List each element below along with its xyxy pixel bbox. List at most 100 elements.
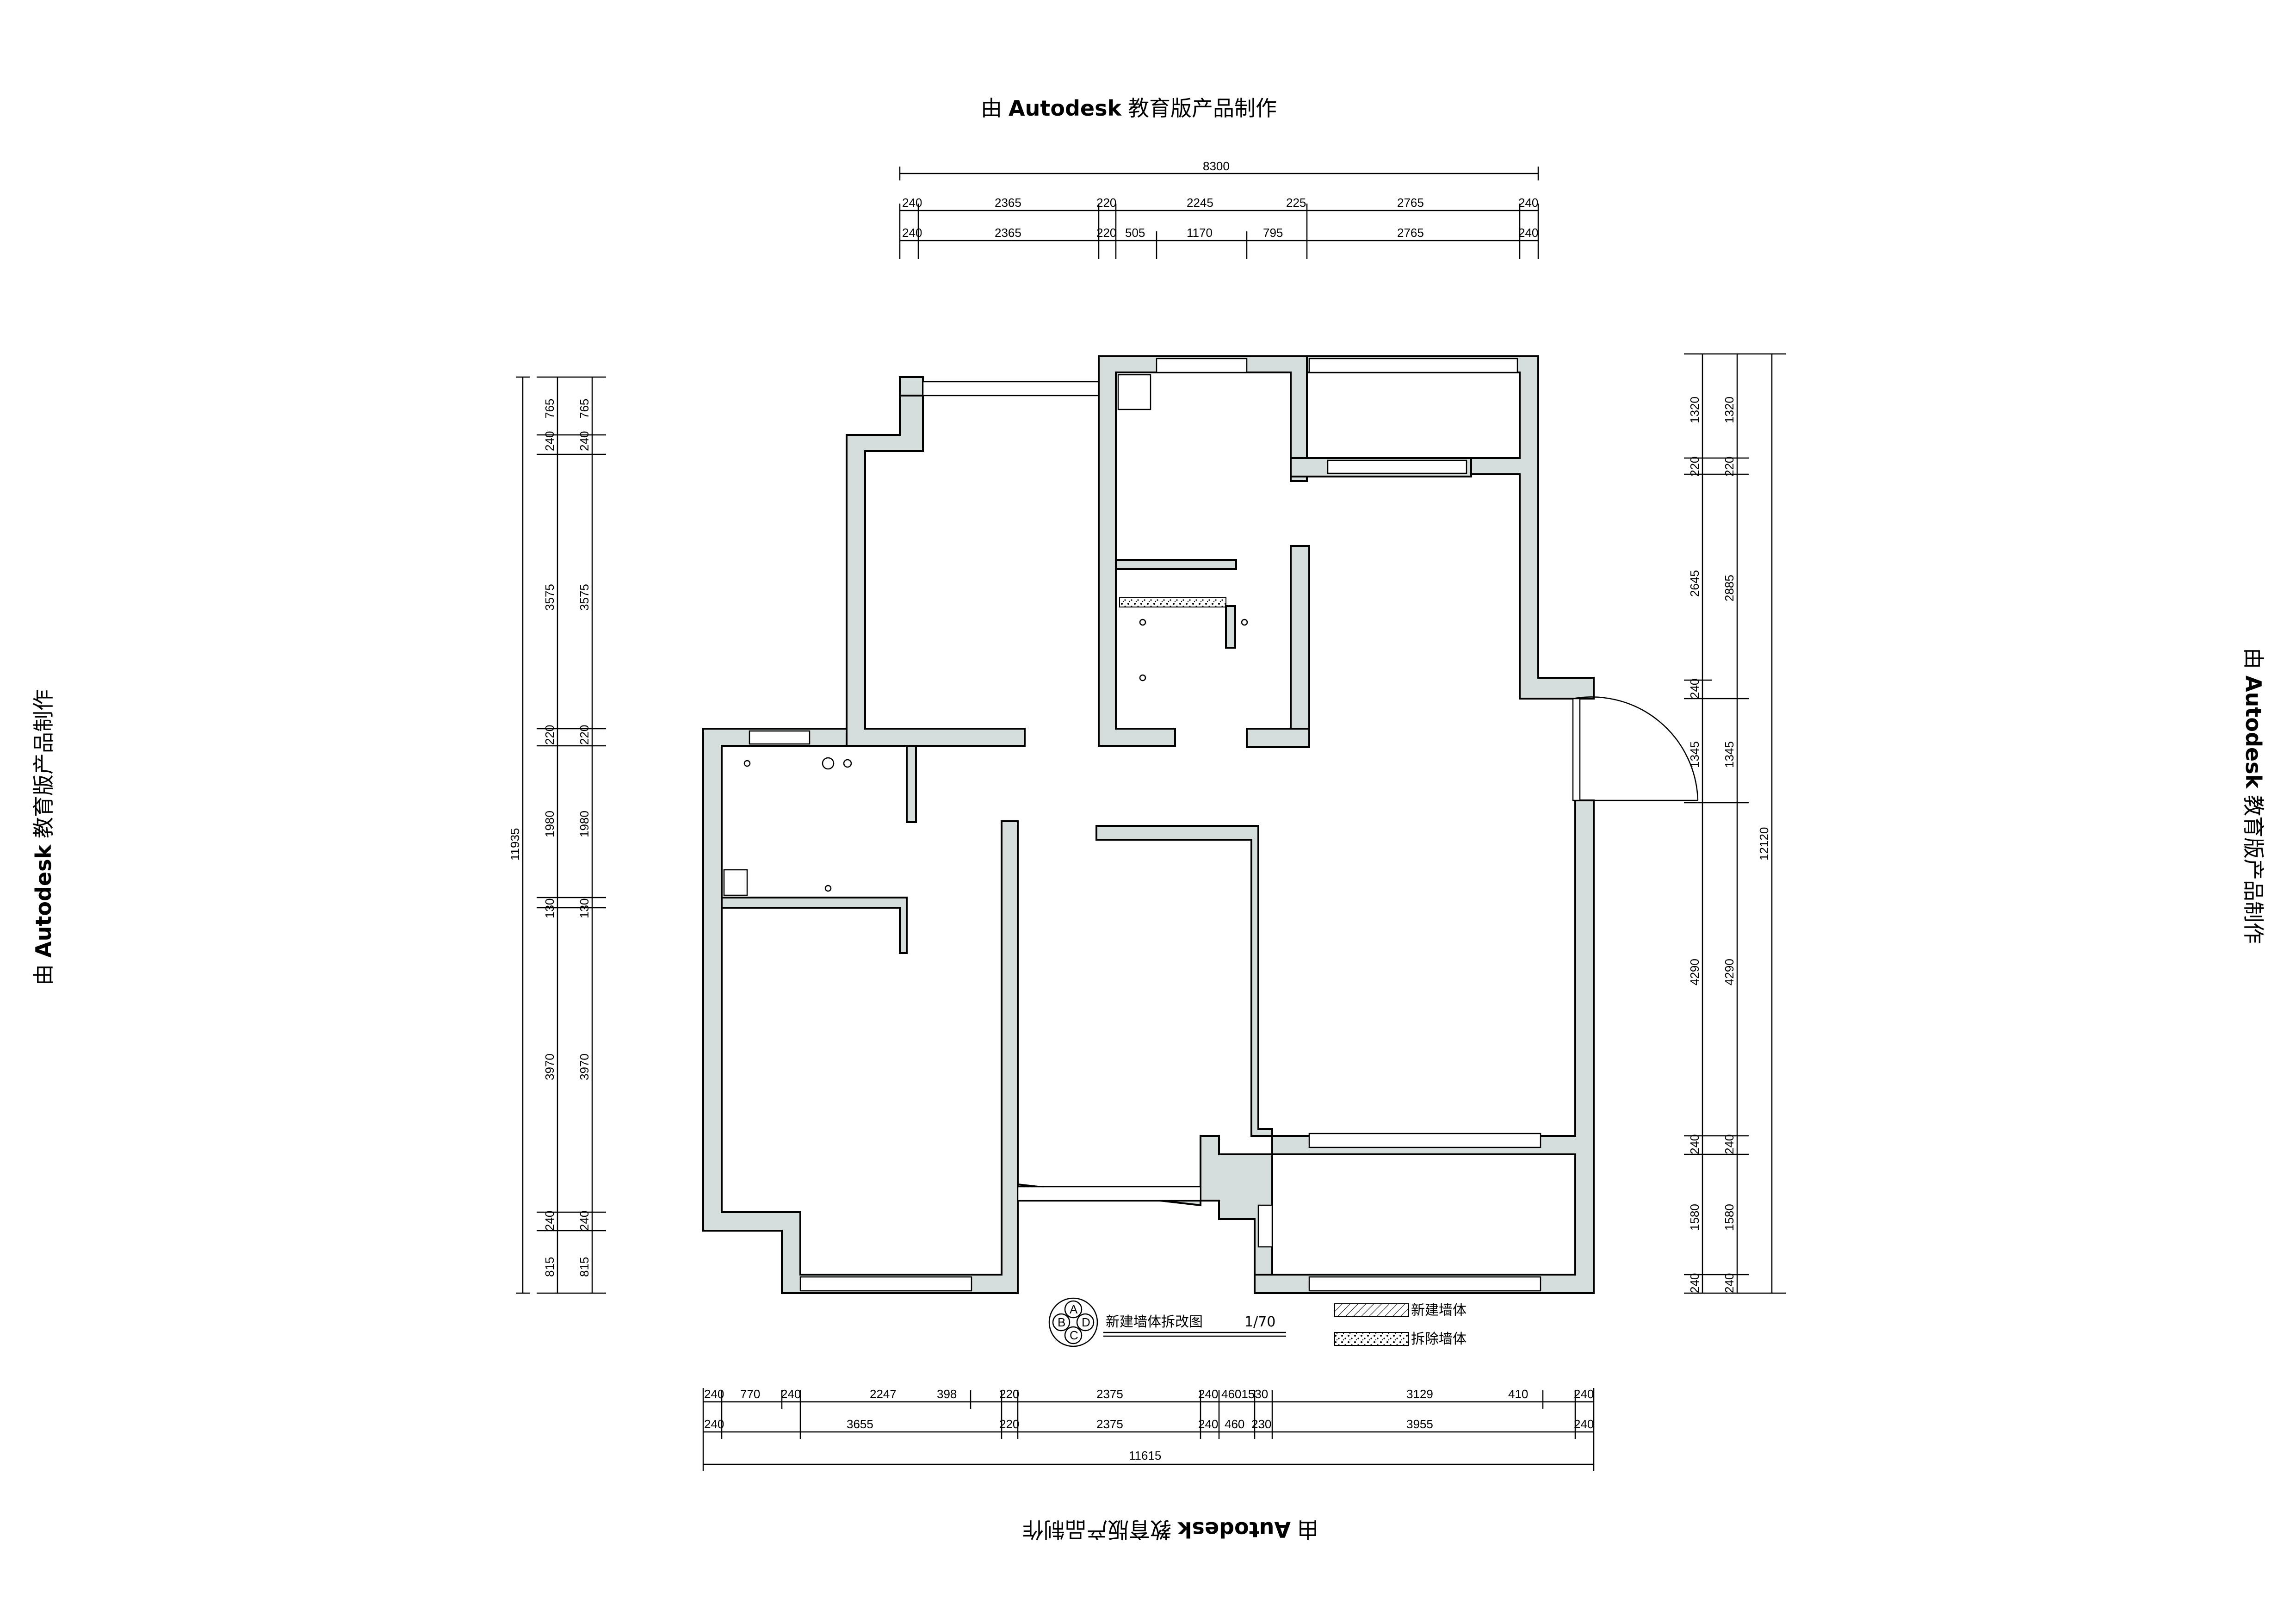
walls (702, 355, 1595, 1294)
watermark-prefix: 由 (981, 96, 1002, 121)
svg-text:由Autodesk教育版产品制作: 由Autodesk教育版产品制作 (31, 689, 56, 985)
bottom-r2-6: 230 (1251, 1417, 1271, 1431)
legend-label-new-wall: 新建墙体 (1411, 1302, 1467, 1319)
bottom-r2-5: 460 (1225, 1417, 1244, 1431)
top-r2-3: 505 (1125, 226, 1145, 240)
wall-center-top (1095, 825, 1273, 1137)
left-o-4: 1980 (543, 811, 557, 837)
wall-east (1254, 799, 1595, 1294)
left-i-0: 765 (577, 399, 591, 419)
right-i-6: 240 (1688, 1134, 1702, 1154)
watermark-left: 由Autodesk教育版产品制作 (31, 689, 56, 985)
watermark-right-suffix: 教育版产品制作 (2241, 795, 2266, 944)
right-i-5: 4290 (1688, 959, 1702, 985)
symbol-letter-c: C (1070, 1328, 1078, 1342)
right-o-4: 4290 (1722, 959, 1736, 985)
left-i-7: 240 (577, 1211, 591, 1231)
window-north-east (1308, 358, 1518, 373)
bottom-r1-12: 240 (1574, 1387, 1594, 1401)
wall-west-stub (906, 745, 917, 823)
wall-west (702, 728, 1019, 1294)
left-o-5: 130 (543, 898, 557, 918)
bottom-r1-1: 770 (740, 1387, 760, 1401)
right-i-3: 240 (1688, 679, 1702, 699)
watermark-bottom: 由Autodesk教育版产品制作 (1022, 1517, 1318, 1542)
bottom-r1-4: 398 (937, 1387, 957, 1401)
top-r1-6: 240 (1518, 196, 1538, 210)
door-east (1572, 696, 1699, 801)
right-i-7: 1580 (1688, 1204, 1702, 1231)
left-i-3: 220 (577, 725, 591, 745)
left-i-4: 1980 (577, 811, 591, 837)
bottom-dimensions: 240 770 240 2247 398 220 2375 240 460153… (702, 1387, 1595, 1471)
right-dimensions: 1320 220 2645 240 1345 4290 240 1580 240… (1684, 353, 1786, 1294)
top-r1-2: 220 (1096, 196, 1116, 210)
svg-text:由Autodesk教育版产品制作: 由Autodesk教育版产品制作 (1022, 1517, 1318, 1542)
wall-central-north (1098, 355, 1308, 747)
wall-west-partition (721, 897, 908, 954)
wall-center-south (1017, 1135, 1273, 1282)
top-r2-4: 1170 (1187, 226, 1213, 240)
watermark-suffix: 教育版产品制作 (1128, 96, 1277, 121)
window-balcony-side (1257, 1204, 1273, 1248)
top-r2-7: 240 (1518, 226, 1538, 240)
watermark-right-prefix: 由 (2241, 648, 2266, 669)
wall-north-east (1306, 355, 1595, 700)
window-east-balcony (1308, 1133, 1541, 1148)
watermark-right: 由 Autodesk 教育版产品制作 (2241, 648, 2266, 944)
right-o-2: 2885 (1722, 575, 1736, 601)
left-total-dim: 11935 (508, 828, 522, 861)
bottom-r2-1: 3655 (847, 1417, 873, 1431)
watermark-bottom-suffix: 教育版产品制作 (1022, 1517, 1171, 1542)
top-r1-1: 2365 (995, 196, 1021, 210)
bottom-r2-4: 240 (1198, 1417, 1218, 1431)
legend-label-demolished-wall: 拆除墙体 (1411, 1331, 1467, 1347)
watermark-left-brand: Autodesk (31, 844, 56, 958)
bottom-r1-11: 410 (1508, 1387, 1528, 1401)
right-i-8: 240 (1688, 1273, 1702, 1293)
bottom-r2-0: 240 (704, 1417, 724, 1431)
left-o-6: 3970 (543, 1053, 557, 1080)
window-north-left (922, 381, 1100, 396)
left-dimensions: 11935 765 240 3575 220 1980 130 3970 240… (508, 376, 606, 1294)
bottom-r1-0: 240 (704, 1387, 724, 1401)
bottom-r2-7: 3955 (1406, 1417, 1433, 1431)
top-r1-0: 240 (902, 196, 922, 210)
left-i-6: 3970 (577, 1053, 591, 1080)
legend-swatch-new-wall (1334, 1303, 1409, 1317)
left-o-3: 220 (543, 725, 557, 745)
top-total-dim: 8300 (1203, 159, 1230, 173)
svg-text:由Autodesk教育版产品制作: 由 Autodesk 教育版产品制作 (2241, 648, 2266, 944)
window-west-top (749, 730, 811, 745)
bottom-r1-7: 240 (1198, 1387, 1218, 1401)
bottom-r2-3: 2375 (1096, 1417, 1123, 1431)
bottom-r1-5: 220 (999, 1387, 1019, 1401)
right-o-5: 240 (1722, 1134, 1736, 1154)
right-total-dim: 12120 (1757, 827, 1771, 861)
bottom-r1-2: 240 (781, 1387, 801, 1401)
watermark-right-brand: Autodesk (2241, 675, 2266, 789)
bottom-r2-2: 220 (999, 1417, 1019, 1431)
top-r1-5: 2765 (1397, 196, 1424, 210)
watermark-bottom-prefix: 由 (1297, 1517, 1318, 1542)
top-dimensions: 8300 240 2365 220 2245 225 2765 240 240 … (899, 159, 1539, 259)
top-r2-0: 240 (902, 226, 922, 240)
wall-bath-stub (1115, 559, 1237, 570)
right-i-1: 220 (1688, 457, 1702, 477)
bottom-r1-3: 2247 (870, 1387, 897, 1401)
top-r2-2: 220 (1096, 226, 1116, 240)
drawing-scale: 1/70 (1244, 1314, 1275, 1330)
wall-bath-east (1290, 545, 1310, 748)
legend: 新建墙体 拆除墙体 (1334, 1302, 1467, 1347)
left-i-8: 815 (577, 1257, 591, 1277)
bottom-r1-joined: 4601530 (1221, 1387, 1268, 1401)
left-i-5: 130 (577, 898, 591, 918)
window-east-south (1308, 1276, 1541, 1292)
window-ne-interior (1327, 459, 1467, 474)
title-block: A B D C 新建墙体拆改图 1/70 (1048, 1297, 1286, 1347)
bottom-r2-8: 240 (1574, 1417, 1594, 1431)
wall-north-left-top (899, 376, 924, 396)
watermark-brand: Autodesk (1009, 96, 1122, 121)
demolished-wall-strip (1119, 597, 1226, 607)
